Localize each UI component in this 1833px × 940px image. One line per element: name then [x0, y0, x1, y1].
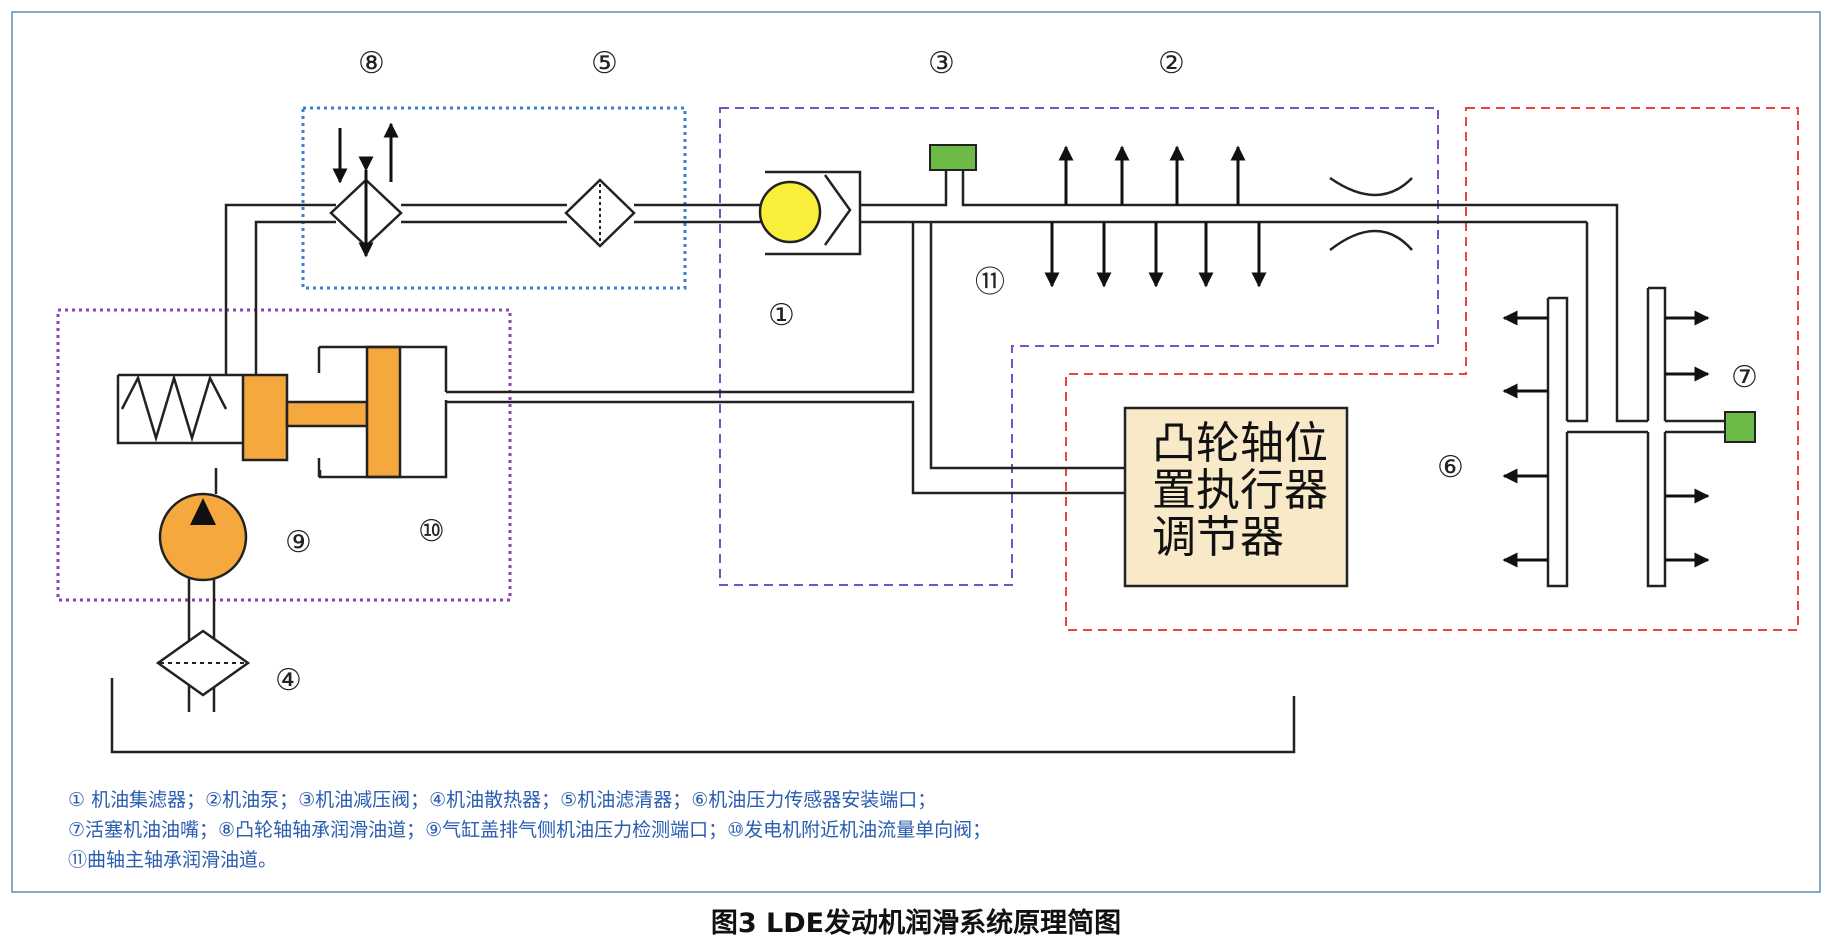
oil-sump [110, 678, 1296, 754]
group-box-6 [1065, 107, 1799, 631]
outer-frame [11, 11, 1821, 893]
label-n5: ⑤ [591, 46, 618, 81]
upward-oil-arrows [1058, 145, 1246, 205]
figure-caption: 图3 LDE发动机润滑系统原理简图 [711, 907, 1121, 939]
actuator-box-line-3: 调节器 [1152, 512, 1284, 563]
feed-line-inner [254, 220, 336, 375]
piston-jet-arrows-left [1502, 310, 1548, 568]
nozzle-port-7 [1724, 411, 1756, 443]
piston-jet-rail-right [1646, 286, 1667, 588]
restrictor-arc-top [1329, 176, 1413, 197]
pressure-pipe-upper [446, 222, 915, 394]
pipe-to-piston-jets-inner [1567, 222, 1725, 434]
relief-valve-housing [116, 345, 448, 479]
label-n2: ② [1158, 46, 1185, 81]
feed-line-outer [224, 203, 336, 375]
actuator-box-line-1: 凸轮轴位 [1152, 418, 1328, 469]
piston-jet-rail-left [1546, 296, 1569, 588]
actuator-box-line-2: 置执行器 [1152, 465, 1328, 516]
label-n7: ⑦ [1731, 360, 1758, 395]
pipe-to-piston-jets-outer [1615, 222, 1648, 423]
label-n3: ③ [928, 46, 955, 81]
oil-cooler-symbol [155, 629, 251, 697]
legend-line-3: ⑪曲轴主轴承润滑油道。 [68, 849, 277, 871]
oil-pump-symbol [158, 492, 248, 582]
check-valve-symbol [758, 170, 862, 256]
group-box-8-5 [301, 106, 687, 290]
downward-oil-arrows [1044, 222, 1267, 288]
legend-line-1: ① 机油集滤器；②机油泵；③机油减压阀；④机油散热器；⑤机油滤清器；⑥机油压力传… [68, 789, 936, 811]
pressure-port-3 [929, 144, 977, 171]
pipe-to-actuator [929, 222, 1128, 470]
group-box-9-10 [56, 308, 512, 602]
label-n6: ⑥ [1437, 450, 1464, 485]
label-n11: ⑪ [975, 265, 1005, 300]
pressure-pipe-lower [446, 400, 1128, 495]
label-n9: ⑨ [285, 525, 312, 560]
group-box-3-2-11 [719, 107, 1439, 586]
actuator-box [1123, 406, 1349, 588]
piston-jet-arrows-right [1665, 310, 1710, 568]
oil-filter-symbol [564, 178, 636, 248]
label-n10: ⑩ [418, 514, 445, 549]
label-n8: ⑧ [358, 46, 385, 81]
label-n1: ① [768, 298, 795, 333]
legend-line-2: ⑦活塞机油油嘴；⑧凸轮轴轴承润滑油道；⑨气缸盖排气侧机油压力检测端口；⑩发电机附… [68, 819, 991, 841]
camshaft-bearing-filter [329, 122, 403, 258]
main-gallery-upper [860, 170, 1619, 222]
label-n4: ④ [275, 663, 302, 698]
restrictor-arc-bottom [1329, 229, 1413, 251]
